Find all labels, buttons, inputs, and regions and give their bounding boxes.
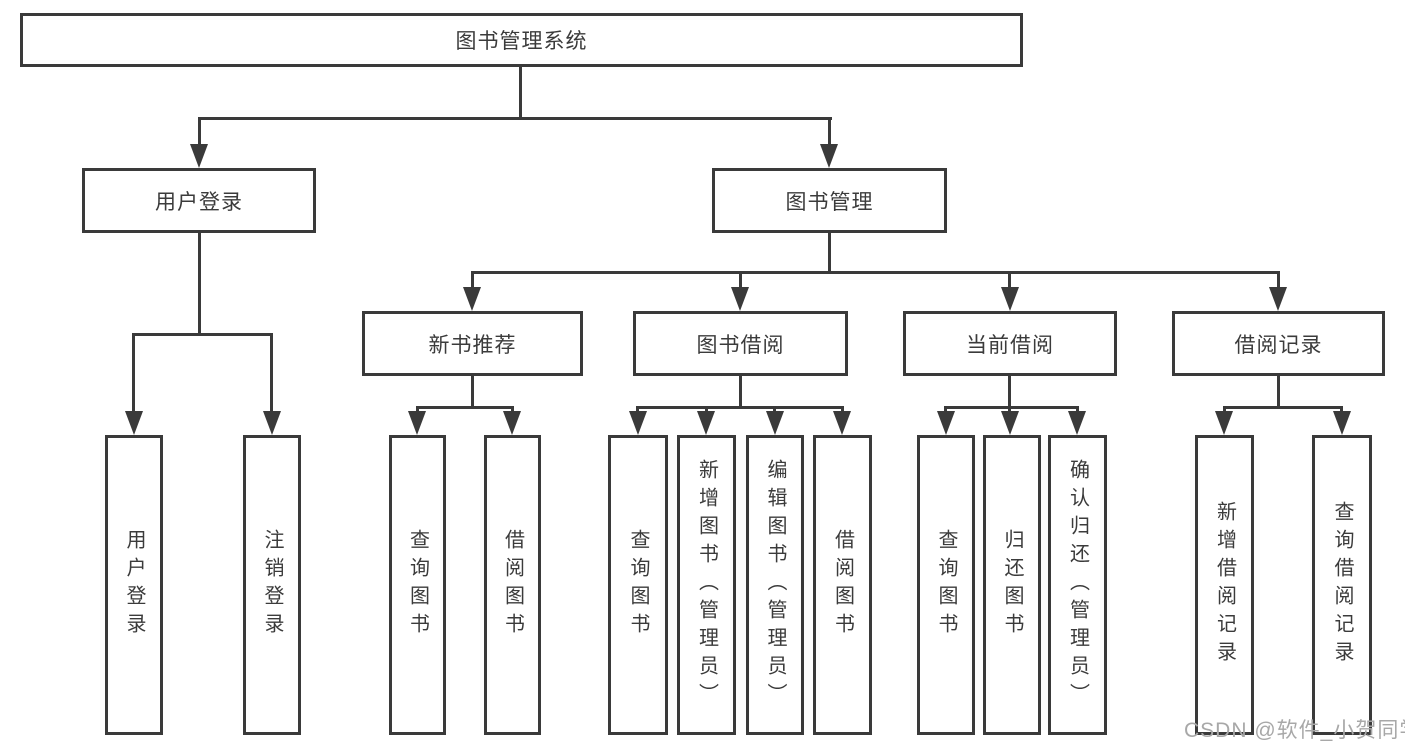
arrow-down-icon bbox=[937, 411, 955, 435]
node-root: 图书管理系统 bbox=[20, 13, 1023, 67]
arrow-down-icon bbox=[263, 411, 281, 435]
arrow-down-icon bbox=[1001, 411, 1019, 435]
edge-line bbox=[828, 233, 831, 274]
arrow-down-icon bbox=[408, 411, 426, 435]
node-book-borrowing: 图书借阅 bbox=[633, 311, 848, 376]
arrow-down-icon bbox=[766, 411, 784, 435]
leaf-query-books-borrowing: 查询图书 bbox=[608, 435, 668, 735]
leaf-query-books-recommend-label: 查询图书 bbox=[406, 529, 429, 641]
edge-line bbox=[270, 333, 273, 413]
edge-line bbox=[636, 406, 844, 409]
leaf-query-books-current: 查询图书 bbox=[917, 435, 975, 735]
edge-line bbox=[132, 333, 273, 336]
leaf-add-books-admin: 新增图书（管理员） bbox=[677, 435, 736, 735]
edge-line bbox=[198, 117, 201, 147]
leaf-user-login-label: 用户登录 bbox=[123, 529, 145, 641]
edge-line bbox=[132, 333, 135, 413]
edge-line bbox=[1277, 376, 1280, 409]
edge-line bbox=[471, 271, 474, 289]
edge-line bbox=[739, 376, 742, 409]
leaf-add-borrow-record-label: 新增借阅记录 bbox=[1213, 501, 1236, 669]
arrow-down-icon bbox=[1269, 287, 1287, 311]
edge-line bbox=[198, 117, 832, 120]
arrow-down-icon bbox=[1068, 411, 1086, 435]
leaf-add-books-admin-label: 新增图书（管理员） bbox=[695, 459, 718, 711]
leaf-add-borrow-record: 新增借阅记录 bbox=[1195, 435, 1254, 735]
edge-line bbox=[1277, 271, 1280, 289]
leaf-confirm-return-admin-label: 确认归还（管理员） bbox=[1066, 459, 1089, 711]
arrow-down-icon bbox=[463, 287, 481, 311]
edge-line bbox=[471, 376, 474, 409]
leaf-query-borrow-record: 查询借阅记录 bbox=[1312, 435, 1372, 735]
arrow-down-icon bbox=[629, 411, 647, 435]
leaf-return-books-label: 归还图书 bbox=[1001, 529, 1023, 641]
edge-line bbox=[198, 233, 201, 336]
arrow-down-icon bbox=[503, 411, 521, 435]
leaf-edit-books-admin-label: 编辑图书（管理员） bbox=[764, 459, 786, 711]
leaf-confirm-return-admin: 确认归还（管理员） bbox=[1048, 435, 1107, 735]
arrow-down-icon bbox=[731, 287, 749, 311]
leaf-edit-books-admin: 编辑图书（管理员） bbox=[746, 435, 804, 735]
node-book-management: 图书管理 bbox=[712, 168, 947, 233]
leaf-borrow-books: 借阅图书 bbox=[813, 435, 872, 735]
edge-line bbox=[416, 406, 514, 409]
node-user-login: 用户登录 bbox=[82, 168, 316, 233]
arrow-down-icon bbox=[820, 144, 838, 168]
edge-line bbox=[739, 271, 742, 289]
arrow-down-icon bbox=[125, 411, 143, 435]
leaf-logout-label: 注销登录 bbox=[261, 529, 283, 641]
leaf-user-login: 用户登录 bbox=[105, 435, 163, 735]
arrow-down-icon bbox=[1001, 287, 1019, 311]
leaf-query-books-borrowing-label: 查询图书 bbox=[627, 529, 649, 641]
leaf-borrow-books-recommend: 借阅图书 bbox=[484, 435, 541, 735]
leaf-query-books-current-label: 查询图书 bbox=[935, 529, 957, 641]
leaf-query-borrow-record-label: 查询借阅记录 bbox=[1331, 501, 1353, 669]
node-borrowing-records: 借阅记录 bbox=[1172, 311, 1385, 376]
arrow-down-icon bbox=[833, 411, 851, 435]
arrow-down-icon bbox=[190, 144, 208, 168]
edge-line bbox=[471, 271, 1280, 274]
leaf-return-books: 归还图书 bbox=[983, 435, 1041, 735]
edge-line bbox=[519, 67, 522, 119]
leaf-borrow-books-label: 借阅图书 bbox=[831, 529, 854, 641]
node-new-book-recommend: 新书推荐 bbox=[362, 311, 583, 376]
arrow-down-icon bbox=[697, 411, 715, 435]
leaf-query-books-recommend: 查询图书 bbox=[389, 435, 446, 735]
edge-line bbox=[1223, 406, 1343, 409]
leaf-logout: 注销登录 bbox=[243, 435, 301, 735]
leaf-borrow-books-recommend-label: 借阅图书 bbox=[501, 529, 524, 641]
csdn-watermark: CSDN @软件_小贺同学 bbox=[1184, 719, 1405, 742]
edge-line bbox=[1008, 271, 1011, 289]
edge-line bbox=[828, 117, 831, 147]
arrow-down-icon bbox=[1333, 411, 1351, 435]
arrow-down-icon bbox=[1215, 411, 1233, 435]
edge-line bbox=[944, 406, 1079, 409]
edge-line bbox=[1008, 376, 1011, 409]
node-current-borrowing: 当前借阅 bbox=[903, 311, 1117, 376]
